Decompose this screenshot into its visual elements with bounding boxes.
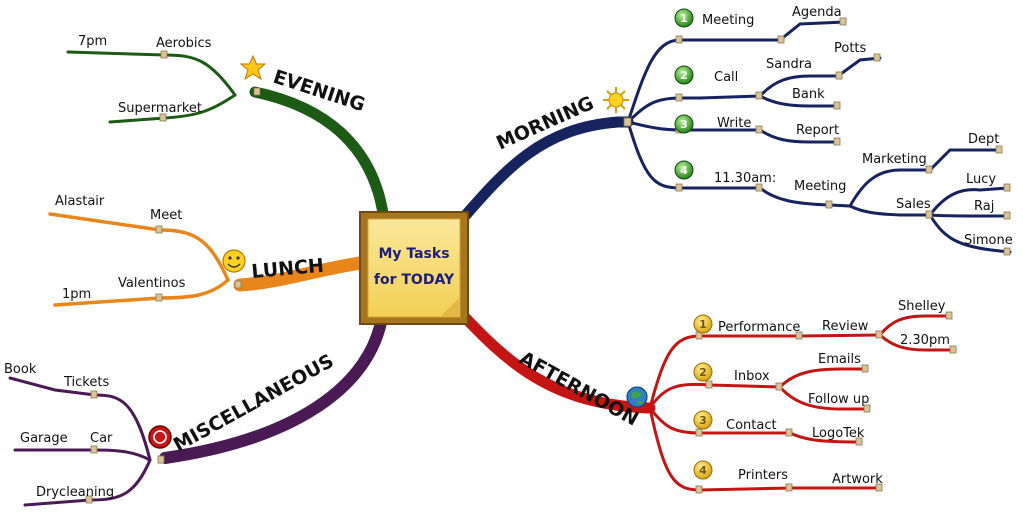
topic-sandra: Sandra [766, 57, 812, 72]
topic-report: Report [796, 123, 839, 138]
topic-write: Write [717, 116, 751, 131]
afternoon-number-4: 4 [693, 460, 713, 480]
globe-icon [626, 386, 648, 408]
topic-time-1130: 11.30am: [714, 171, 776, 186]
topic-car: Car [90, 431, 113, 446]
topic-meeting-2: Meeting [794, 179, 846, 194]
topic-time-230: 2.30pm [900, 333, 950, 348]
svg-text:2: 2 [680, 69, 688, 82]
evening-label: EVENING [270, 66, 367, 116]
topic-alastair: Alastair [55, 194, 105, 209]
svg-text:2: 2 [699, 366, 707, 379]
topic-lucy: Lucy [966, 172, 996, 187]
topic-printers: Printers [738, 468, 788, 483]
topic-simone: Simone [964, 233, 1013, 248]
misc-branch [159, 312, 388, 464]
topic-valentinos: Valentinos [118, 276, 186, 291]
afternoon-topics: Performance Review Shelley 2.30pm Inbox … [718, 299, 950, 487]
topic-meet: Meet [150, 208, 182, 223]
topic-performance: Performance [718, 320, 800, 335]
topic-drycleaning: Drycleaning [36, 485, 114, 500]
morning-branch [452, 116, 634, 230]
lunch-topics: Alastair Meet 1pm Valentinos [55, 194, 186, 302]
topic-contact: Contact [726, 418, 777, 433]
evening-branch [249, 86, 390, 226]
afternoon-number-3: 3 [693, 410, 713, 430]
topic-garage: Garage [20, 431, 68, 446]
topic-emails: Emails [818, 352, 861, 367]
topic-artwork: Artwork [832, 472, 883, 487]
topic-followup: Follow up [808, 392, 869, 407]
topic-call: Call [714, 70, 738, 85]
center-note: My Tasks for TODAY [359, 211, 469, 325]
afternoon-number-2: 2 [693, 362, 713, 382]
svg-text:1: 1 [680, 12, 688, 25]
topic-marketing: Marketing [862, 152, 927, 167]
svg-text:3: 3 [680, 118, 688, 131]
topic-logotek: LogoTek [812, 426, 865, 441]
morning-number-1: 1 [674, 8, 694, 28]
svg-text:4: 4 [699, 464, 707, 477]
evening-topics: 7pm Aerobics Supermarket [78, 34, 212, 116]
topic-review: Review [822, 319, 869, 334]
stop-icon [148, 425, 172, 449]
topic-shelley: Shelley [898, 299, 946, 314]
morning-number-2: 2 [674, 65, 694, 85]
center-title-line2: for TODAY [374, 272, 455, 288]
topic-1pm: 1pm [62, 287, 91, 302]
morning-sub-branches [626, 20, 1012, 254]
smiley-icon [222, 249, 246, 273]
topic-agenda: Agenda [792, 5, 842, 20]
sun-icon [603, 87, 629, 113]
morning-number-4: 4 [674, 160, 694, 180]
svg-text:3: 3 [699, 414, 707, 427]
morning-number-3: 3 [674, 114, 694, 134]
star-icon [239, 54, 267, 81]
joint-markers [85, 17, 1011, 504]
topic-raj: Raj [974, 199, 994, 214]
afternoon-label: AFTERNOON [516, 347, 642, 430]
afternoon-branch [452, 304, 656, 414]
main-branches [159, 86, 656, 464]
topic-sales: Sales [896, 197, 931, 212]
lunch-branch [233, 255, 375, 292]
topic-meeting: Meeting [702, 13, 754, 28]
topic-aerobics: Aerobics [156, 36, 212, 51]
afternoon-number-1: 1 [693, 314, 713, 334]
topic-bank: Bank [792, 87, 825, 102]
morning-topics: Meeting Agenda Call Sandra Potts Bank Wr… [702, 5, 1013, 248]
topic-7pm: 7pm [78, 34, 107, 49]
topic-potts: Potts [834, 41, 867, 56]
topic-book: Book [4, 362, 37, 377]
topic-inbox: Inbox [734, 369, 770, 384]
svg-text:1: 1 [699, 318, 707, 331]
topic-supermarket: Supermarket [118, 101, 202, 116]
misc-topics: Book Tickets Garage Car Drycleaning [4, 362, 114, 500]
svg-text:4: 4 [680, 164, 688, 177]
topic-tickets: Tickets [63, 375, 109, 390]
topic-dept: Dept [968, 132, 999, 147]
center-title-line1: My Tasks [378, 246, 449, 262]
